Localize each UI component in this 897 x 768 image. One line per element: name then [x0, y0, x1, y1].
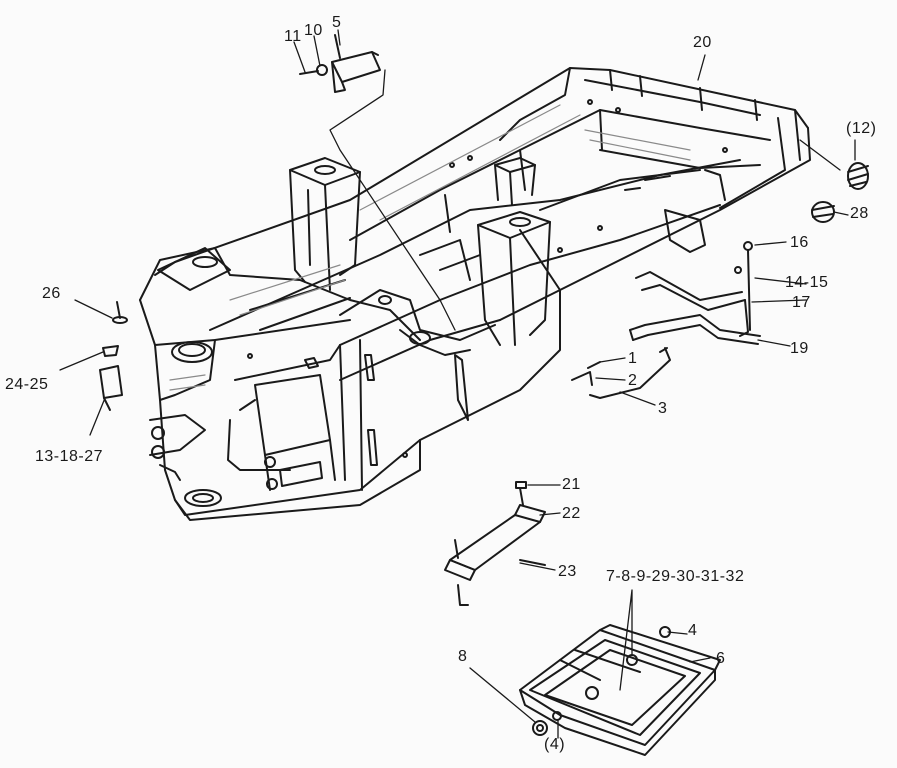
rod-assembly	[571, 241, 761, 399]
callout-3: 3	[658, 400, 668, 417]
callout-11: 11	[284, 28, 302, 45]
callout-13-18-27: 13-18-27	[35, 448, 104, 465]
callout-16: 16	[790, 234, 809, 251]
main-frame	[139, 67, 811, 521]
callout-19: 19	[790, 340, 809, 357]
leader-lines	[59, 29, 856, 739]
left-small-parts	[99, 301, 128, 411]
switch-assembly	[299, 34, 381, 93]
step-plate	[519, 624, 721, 756]
callout-4: 4	[688, 622, 698, 639]
callout-17: 17	[792, 294, 811, 311]
callout-6: 6	[716, 650, 726, 667]
callout-24-25: 24-25	[5, 376, 49, 393]
callout-20: 20	[693, 34, 712, 51]
callout-23: 23	[558, 563, 577, 580]
callout-12: (12)	[846, 120, 877, 137]
callout-5: 5	[332, 14, 342, 31]
callout-26: 26	[42, 285, 61, 302]
callout-4-paren: (4)	[544, 736, 566, 753]
callout-1: 1	[628, 350, 638, 367]
callout-10: 10	[304, 22, 323, 39]
end-caps	[811, 162, 869, 223]
callout-21: 21	[562, 476, 581, 493]
callout-28: 28	[850, 205, 869, 222]
callout-14-15: 14-15	[785, 274, 829, 291]
callout-2: 2	[628, 372, 638, 389]
frame-shading	[169, 104, 691, 391]
callout-7-8-9-29-30-31-32: 7-8-9-29-30-31-32	[606, 568, 745, 585]
callout-22: 22	[562, 505, 581, 522]
link-bar	[444, 481, 546, 606]
callout-8: 8	[458, 648, 468, 665]
